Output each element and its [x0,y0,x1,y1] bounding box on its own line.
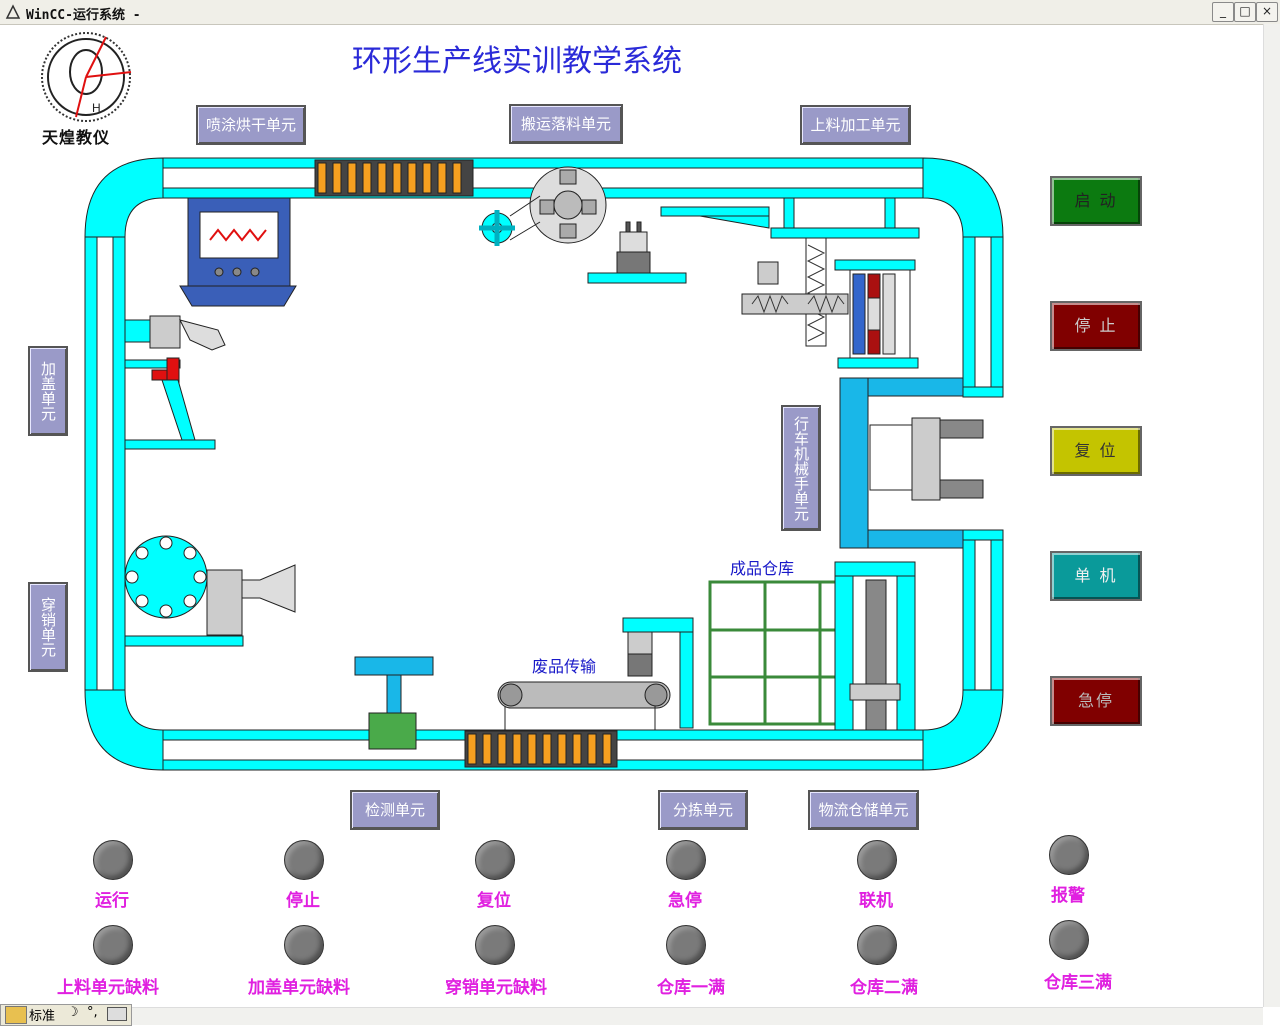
indicator-label-reset: 复位 [477,891,511,911]
indicator-lamp-stopped [284,840,324,880]
inspection-station [354,656,434,750]
gear-icon [479,195,541,246]
indicator-lamp-warehouse1-full [666,925,706,965]
logo: H 天煌教仪 [36,32,136,148]
indicator-label-stopped: 停止 [286,891,320,911]
indicator-label-emergency: 急停 [668,891,702,911]
sorting-unit-button[interactable]: 分拣单元 [658,790,748,830]
start-button[interactable]: 启 动 [1050,176,1142,226]
indicator-label-warehouse3-full: 仓库三满 [1044,973,1112,993]
window-titlebar: WinCC-运行系统 - _ □ × [0,0,1280,25]
indicator-label-capping-shortage: 加盖单元缺料 [248,978,350,998]
close-button[interactable]: × [1256,2,1278,22]
indicator-lamp-feed-shortage [93,925,133,965]
restore-button[interactable]: □ [1234,2,1256,22]
logistics-storage-unit-button[interactable]: 物流仓储单元 [808,790,919,830]
logo-text: 天煌教仪 [42,128,111,147]
logo-mark-icon: H [41,32,132,122]
spray-dry-unit-button[interactable]: 喷涂烘干单元 [196,105,306,145]
indicator-lamp-pinning-shortage [475,925,515,965]
indicator-lamp-running [93,840,133,880]
indicator-label-running: 运行 [95,891,129,911]
app-icon [5,4,21,19]
pinning-station [124,535,296,647]
indicator-lamp-warehouse2-full [857,925,897,965]
keyboard-icon[interactable] [107,1007,127,1021]
capping-unit-button[interactable]: 加盖单元 [28,346,68,436]
pinning-unit-button[interactable]: 穿销单元 [28,582,68,672]
window-title: WinCC-运行系统 - [26,8,141,23]
punctuation-icon[interactable]: °, [87,1005,98,1020]
reset-button[interactable]: 复 位 [1050,426,1142,476]
indicator-label-warehouse2-full: 仓库二满 [850,978,918,998]
feed-process-unit-button[interactable]: 上料加工单元 [800,105,911,145]
warehouse-stacker [834,561,916,731]
feed-process-station [660,197,920,369]
production-line-diagram [84,157,1004,771]
indicator-lamp-capping-shortage [284,925,324,965]
finished-warehouse-label: 成品仓库 [730,559,795,578]
inspection-unit-button[interactable]: 检测单元 [350,790,440,830]
waste-conveyor [497,617,694,730]
indicator-label-online: 联机 [859,891,893,911]
ime-icon[interactable] [5,1006,27,1024]
stop-button[interactable]: 停 止 [1050,301,1142,351]
chain-top [314,159,474,197]
crane-robot-unit-button[interactable]: 行车机械手单元 [781,405,821,531]
indicator-label-feed-shortage: 上料单元缺料 [57,978,159,998]
waste-conveyor-label: 废品传输 [532,657,597,676]
horizontal-scrollbar[interactable] [72,1007,1263,1025]
indicator-lamp-reset [475,840,515,880]
indicator-label-alarm: 报警 [1051,886,1085,906]
emergency-stop-button[interactable]: 急停 [1050,676,1142,726]
ime-mode-label[interactable]: 标准 [29,1009,56,1024]
indicator-label-pinning-shortage: 穿销单元缺料 [445,978,547,998]
crane-track [839,377,984,549]
single-mode-button[interactable]: 单 机 [1050,551,1142,601]
ime-status-bar: 标准 ☽ °, [0,1004,132,1026]
capping-station [124,315,226,450]
minimize-button[interactable]: _ [1212,2,1234,22]
rotary-table [529,166,607,244]
moon-icon[interactable]: ☽ [67,1005,79,1020]
indicator-lamp-warehouse3-full [1049,920,1089,960]
vertical-scrollbar[interactable] [1263,24,1280,1007]
oven-machine [179,197,297,307]
indicator-label-warehouse1-full: 仓库一满 [657,978,725,998]
indicator-lamp-alarm [1049,835,1089,875]
logo-letter: H [92,101,101,115]
drop-material-station [587,221,687,284]
chain-bottom [464,730,618,768]
transfer-drop-unit-button[interactable]: 搬运落料单元 [509,104,623,144]
warehouse-racks [708,580,844,726]
indicator-lamp-emergency [666,840,706,880]
indicator-lamp-online [857,840,897,880]
page-title: 环形生产线实训教学系统 [352,44,682,79]
